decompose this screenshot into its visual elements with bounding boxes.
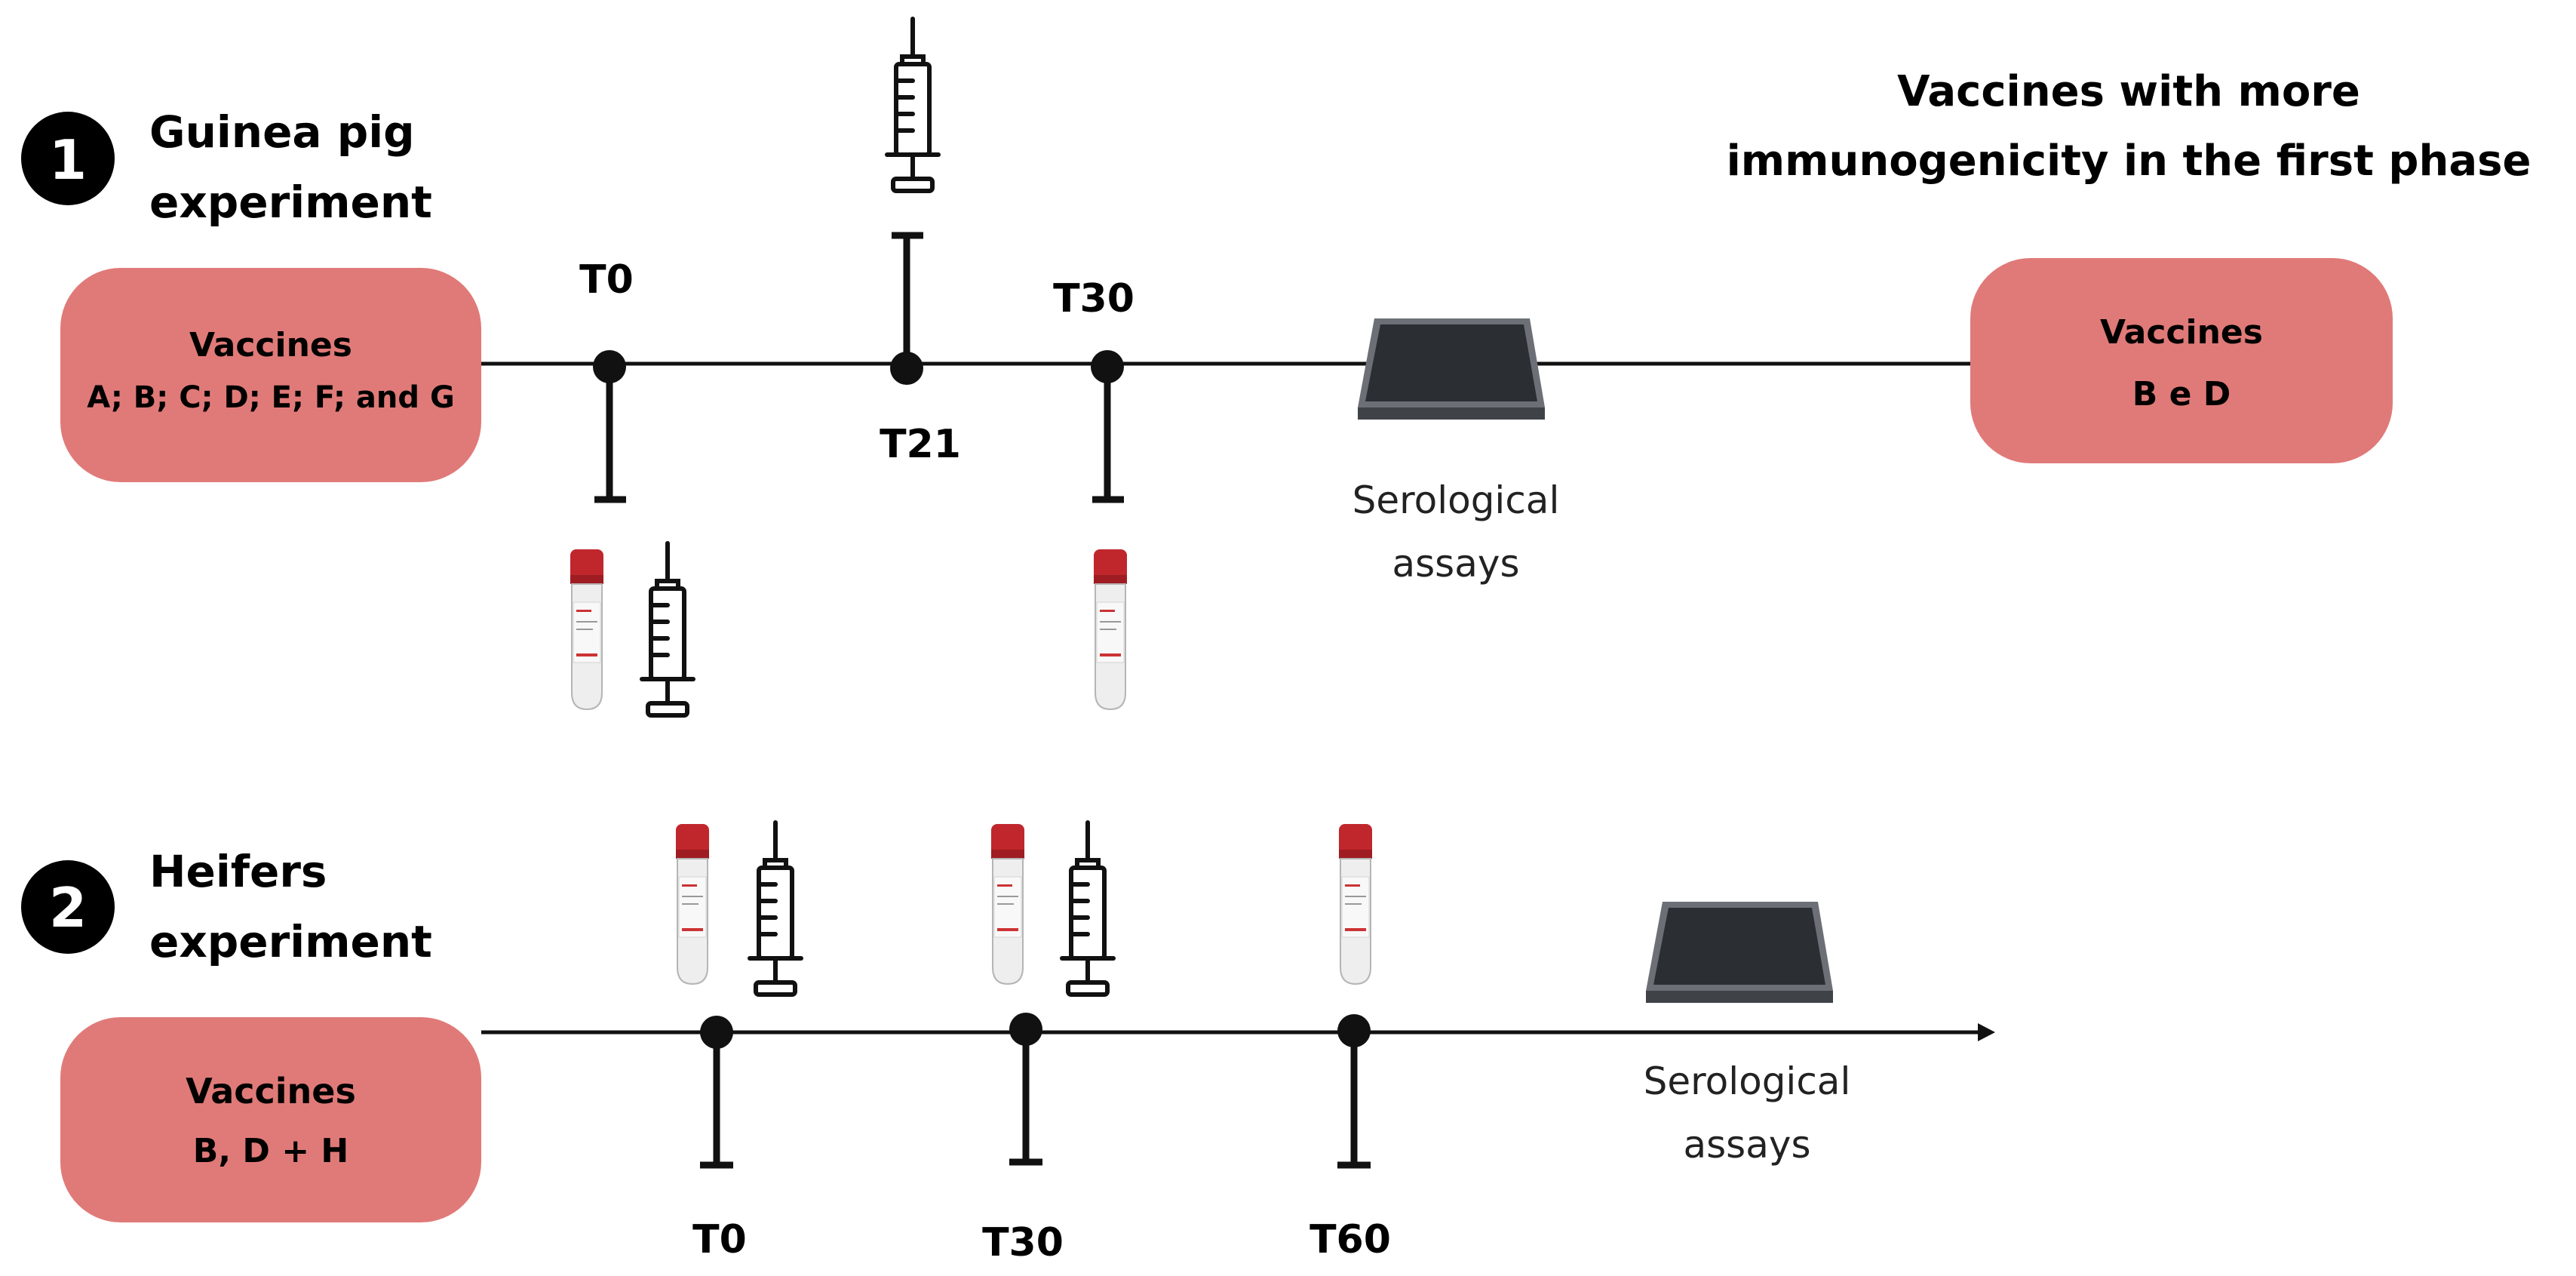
phase2-number: 2 [49,876,87,939]
phase1-timepoint-t30: T30 [1053,276,1134,503]
result-heading-line1: Vaccines with more [1897,67,2360,116]
phase1-number: 1 [49,128,87,192]
phase2-title-line1: Heifers [149,846,327,897]
phase1-number-badge [21,112,115,205]
microplate-icon [1646,902,1833,1003]
timeline-arrowhead [1978,1023,1995,1041]
phase2-start-box: Vaccines B, D + H [60,1017,481,1222]
phase1-end-box-line1: Vaccines [2100,313,2263,352]
syringe-icon [642,543,693,715]
phase1-title-line1: Guinea pig [149,106,415,158]
microplate-icon [1358,318,1545,420]
phase2-timepoint-t60: T60 [1309,1014,1391,1262]
blood-tube-icon [1338,823,1373,985]
phase1-assay-line1: Serological [1352,478,1560,522]
timepoint-dot [1091,350,1124,383]
phase2-assay-line1: Serological [1644,1059,1851,1103]
timepoint-dot [890,352,923,385]
phase2-timepoint-label: T0 [692,1217,747,1262]
phase1-title-line2: experiment [149,177,432,228]
syringe-icon [750,822,801,995]
phase2-timepoint-t0: T0 [692,1016,747,1262]
phase2-title-line2: experiment [149,916,432,967]
timepoint-dot [1009,1013,1042,1046]
syringe-icon [1062,822,1113,995]
phase1-end-box: Vaccines B e D [1970,258,2393,463]
phase2-start-box-bg [60,1017,481,1222]
phase2-timepoint-label: T60 [1309,1217,1391,1262]
phase2-start-box-line2: B, D + H [193,1132,348,1170]
phase1-timepoint-t21: T21 [880,232,961,467]
phase2-header: 2 Heifers experiment [21,846,432,967]
phase1-end-box-bg [1970,258,2393,463]
blood-tube-icon [1093,549,1128,710]
phase2-start-box-line1: Vaccines [186,1071,356,1112]
phase1-start-box: Vaccines A; B; C; D; E; F; and G [60,268,481,482]
phase1-timepoint-label: T21 [880,422,961,467]
timepoint-dot [700,1016,733,1049]
phase1-start-box-line2: A; B; C; D; E; F; and G [87,380,455,415]
phase1-header: 1 Guinea pig experiment [21,106,432,228]
phase2-timepoint-label: T30 [982,1220,1064,1265]
timepoint-dot [1337,1014,1371,1047]
phase1-timepoint-label: T30 [1053,276,1134,321]
timepoint-dot [593,350,626,383]
blood-tube-icon [990,823,1025,985]
phase2-assay-line2: assays [1683,1123,1810,1167]
phase1-timepoint-label: T0 [579,257,634,303]
syringe-icon [887,19,938,191]
phase1-assay-line2: assays [1392,542,1519,586]
phase2-number-badge [21,860,115,954]
phase1-end-box-line2: B e D [2132,375,2231,414]
phase1-start-box-line1: Vaccines [189,326,352,364]
phase2-timepoint-t30: T30 [982,1013,1064,1265]
phase1-timepoint-t0: T0 [579,257,634,503]
result-heading-line2: immunogenicity in the first phase [1727,137,2531,186]
blood-tube-icon [570,549,604,710]
phase1-start-box-bg [60,268,481,482]
blood-tube-icon [675,823,710,985]
